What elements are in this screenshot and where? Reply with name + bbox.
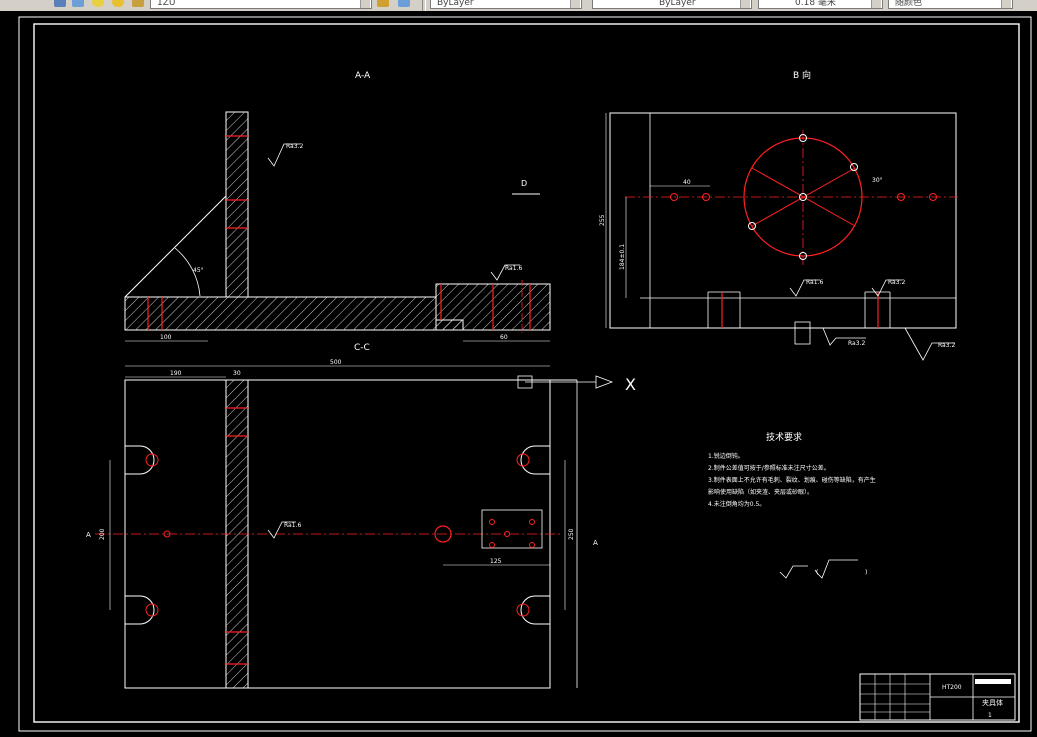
dim-200-label: 200 bbox=[99, 528, 106, 540]
view-b-title: B 向 bbox=[793, 69, 811, 81]
plotstyle-dropdown[interactable]: 随颜色 bbox=[888, 0, 1013, 9]
dim-250-label: 250 bbox=[568, 528, 575, 540]
tech-item-5: 4.未注倒角均为0.5。 bbox=[708, 500, 765, 508]
dim-40-label: 40 bbox=[683, 179, 691, 186]
color-value: ByLayer bbox=[437, 0, 474, 8]
angle-30-label: 30° bbox=[872, 177, 883, 184]
roughness-7-label: Ra3.2 bbox=[888, 279, 905, 286]
make-current-icon[interactable] bbox=[377, 0, 389, 7]
dim-125-label: 125 bbox=[490, 558, 502, 565]
roughness-3-label: Ra1.6 bbox=[284, 522, 301, 529]
view-cc-title: C-C bbox=[354, 343, 370, 353]
lineweight-value: 0.18 毫米 bbox=[795, 0, 836, 8]
layer-state-icon[interactable] bbox=[72, 0, 84, 7]
angle-45-label: 45° bbox=[193, 267, 204, 274]
tech-item-2: 2.制件公差值可按于/参照标准未注尺寸公差。 bbox=[708, 464, 830, 472]
linetype-value: ByLayer bbox=[659, 0, 696, 8]
tech-title: 技术要求 bbox=[766, 431, 802, 443]
color-dropdown[interactable]: ByLayer bbox=[430, 0, 582, 9]
sheet-inner-border bbox=[33, 23, 1020, 723]
roughness-5-label: Ra3.2 bbox=[848, 340, 865, 347]
roughness-4-label: Ra1.6 bbox=[806, 279, 823, 286]
tech-item-1: 1.锐边倒钝。 bbox=[708, 452, 744, 460]
section-a-right-label: A bbox=[593, 539, 598, 547]
tech-item-4: 影响使用缺陷（如夹渣、夹层或砂眼）。 bbox=[708, 488, 813, 496]
svg-text:): ) bbox=[865, 569, 867, 576]
linetype-dropdown[interactable]: ByLayer bbox=[592, 0, 752, 9]
properties-toolbar: 1ZU ByLayer ByLayer 0.18 毫米 随颜色 bbox=[0, 0, 1037, 12]
chevron-down-icon[interactable] bbox=[740, 0, 750, 8]
dim-184-label: 184±0.1 bbox=[619, 244, 626, 270]
roughness-2-label: Ra1.6 bbox=[505, 265, 522, 272]
layer-dropdown[interactable]: 1ZU bbox=[150, 0, 372, 9]
dim-60-label: 60 bbox=[500, 334, 508, 341]
tech-requirements: 技术要求 1.锐边倒钝。 2.制件公差值可按于/参照标准未注尺寸公差。 3.制件… bbox=[708, 431, 876, 579]
dim-30-label: 30 bbox=[233, 370, 241, 377]
dim-100-label: 100 bbox=[160, 334, 172, 341]
section-d-label: D bbox=[521, 179, 527, 188]
chevron-down-icon[interactable] bbox=[360, 0, 370, 8]
view-b: 30° 40 255 184±0.1 Ra3.2 Ra3.2 Ra1.6 Ra3… bbox=[599, 112, 958, 361]
layer-manager-icon[interactable] bbox=[54, 0, 66, 7]
dim-255-label: 255 bbox=[599, 214, 606, 226]
drawing-canvas[interactable]: A-A 45° Ra3.2 Ra1.6 100 60 D C-C bbox=[0, 11, 1037, 737]
roughness-1-label: Ra3.2 bbox=[286, 143, 303, 150]
view-aa-title: A-A bbox=[355, 71, 371, 81]
roughness-6-label: Ra3.2 bbox=[938, 342, 955, 349]
layer-value: 1ZU bbox=[157, 0, 176, 8]
chevron-down-icon[interactable] bbox=[1001, 0, 1011, 8]
svg-text:(: ( bbox=[816, 569, 818, 576]
lineweight-dropdown[interactable]: 0.18 毫米 bbox=[758, 0, 883, 9]
toolbar-separator bbox=[422, 0, 426, 11]
chevron-down-icon[interactable] bbox=[871, 0, 881, 8]
dim-500-label: 500 bbox=[330, 359, 342, 366]
plotstyle-value: 随颜色 bbox=[895, 0, 923, 8]
sheet-outer-border bbox=[18, 16, 1032, 732]
cad-drawing[interactable]: A-A 45° Ra3.2 Ra1.6 100 60 D C-C bbox=[0, 11, 1037, 737]
title-block: HT200 夹具体 1 bbox=[859, 673, 1016, 721]
lock-icon[interactable] bbox=[132, 0, 144, 7]
chevron-down-icon[interactable] bbox=[570, 0, 580, 8]
bulb-icon[interactable] bbox=[92, 0, 104, 7]
view-cc: 500 190 30 125 200 250 A A Ra1.6 X bbox=[86, 359, 636, 689]
view-aa: 45° Ra3.2 Ra1.6 100 60 D bbox=[124, 111, 551, 342]
tech-item-3: 3.制件表面上不允许有毛刺、裂纹、划痕、碰伤等缺陷，有产生 bbox=[708, 476, 876, 484]
axis-x-label: X bbox=[625, 375, 636, 394]
sun-icon[interactable] bbox=[112, 0, 124, 7]
title-name: 夹具体 bbox=[982, 698, 1003, 707]
layer-previous-icon[interactable] bbox=[398, 0, 410, 7]
section-a-left-label: A bbox=[86, 531, 91, 539]
dim-190-label: 190 bbox=[170, 370, 182, 377]
title-material: HT200 bbox=[942, 684, 962, 691]
title-sheet: 1 bbox=[988, 712, 992, 719]
